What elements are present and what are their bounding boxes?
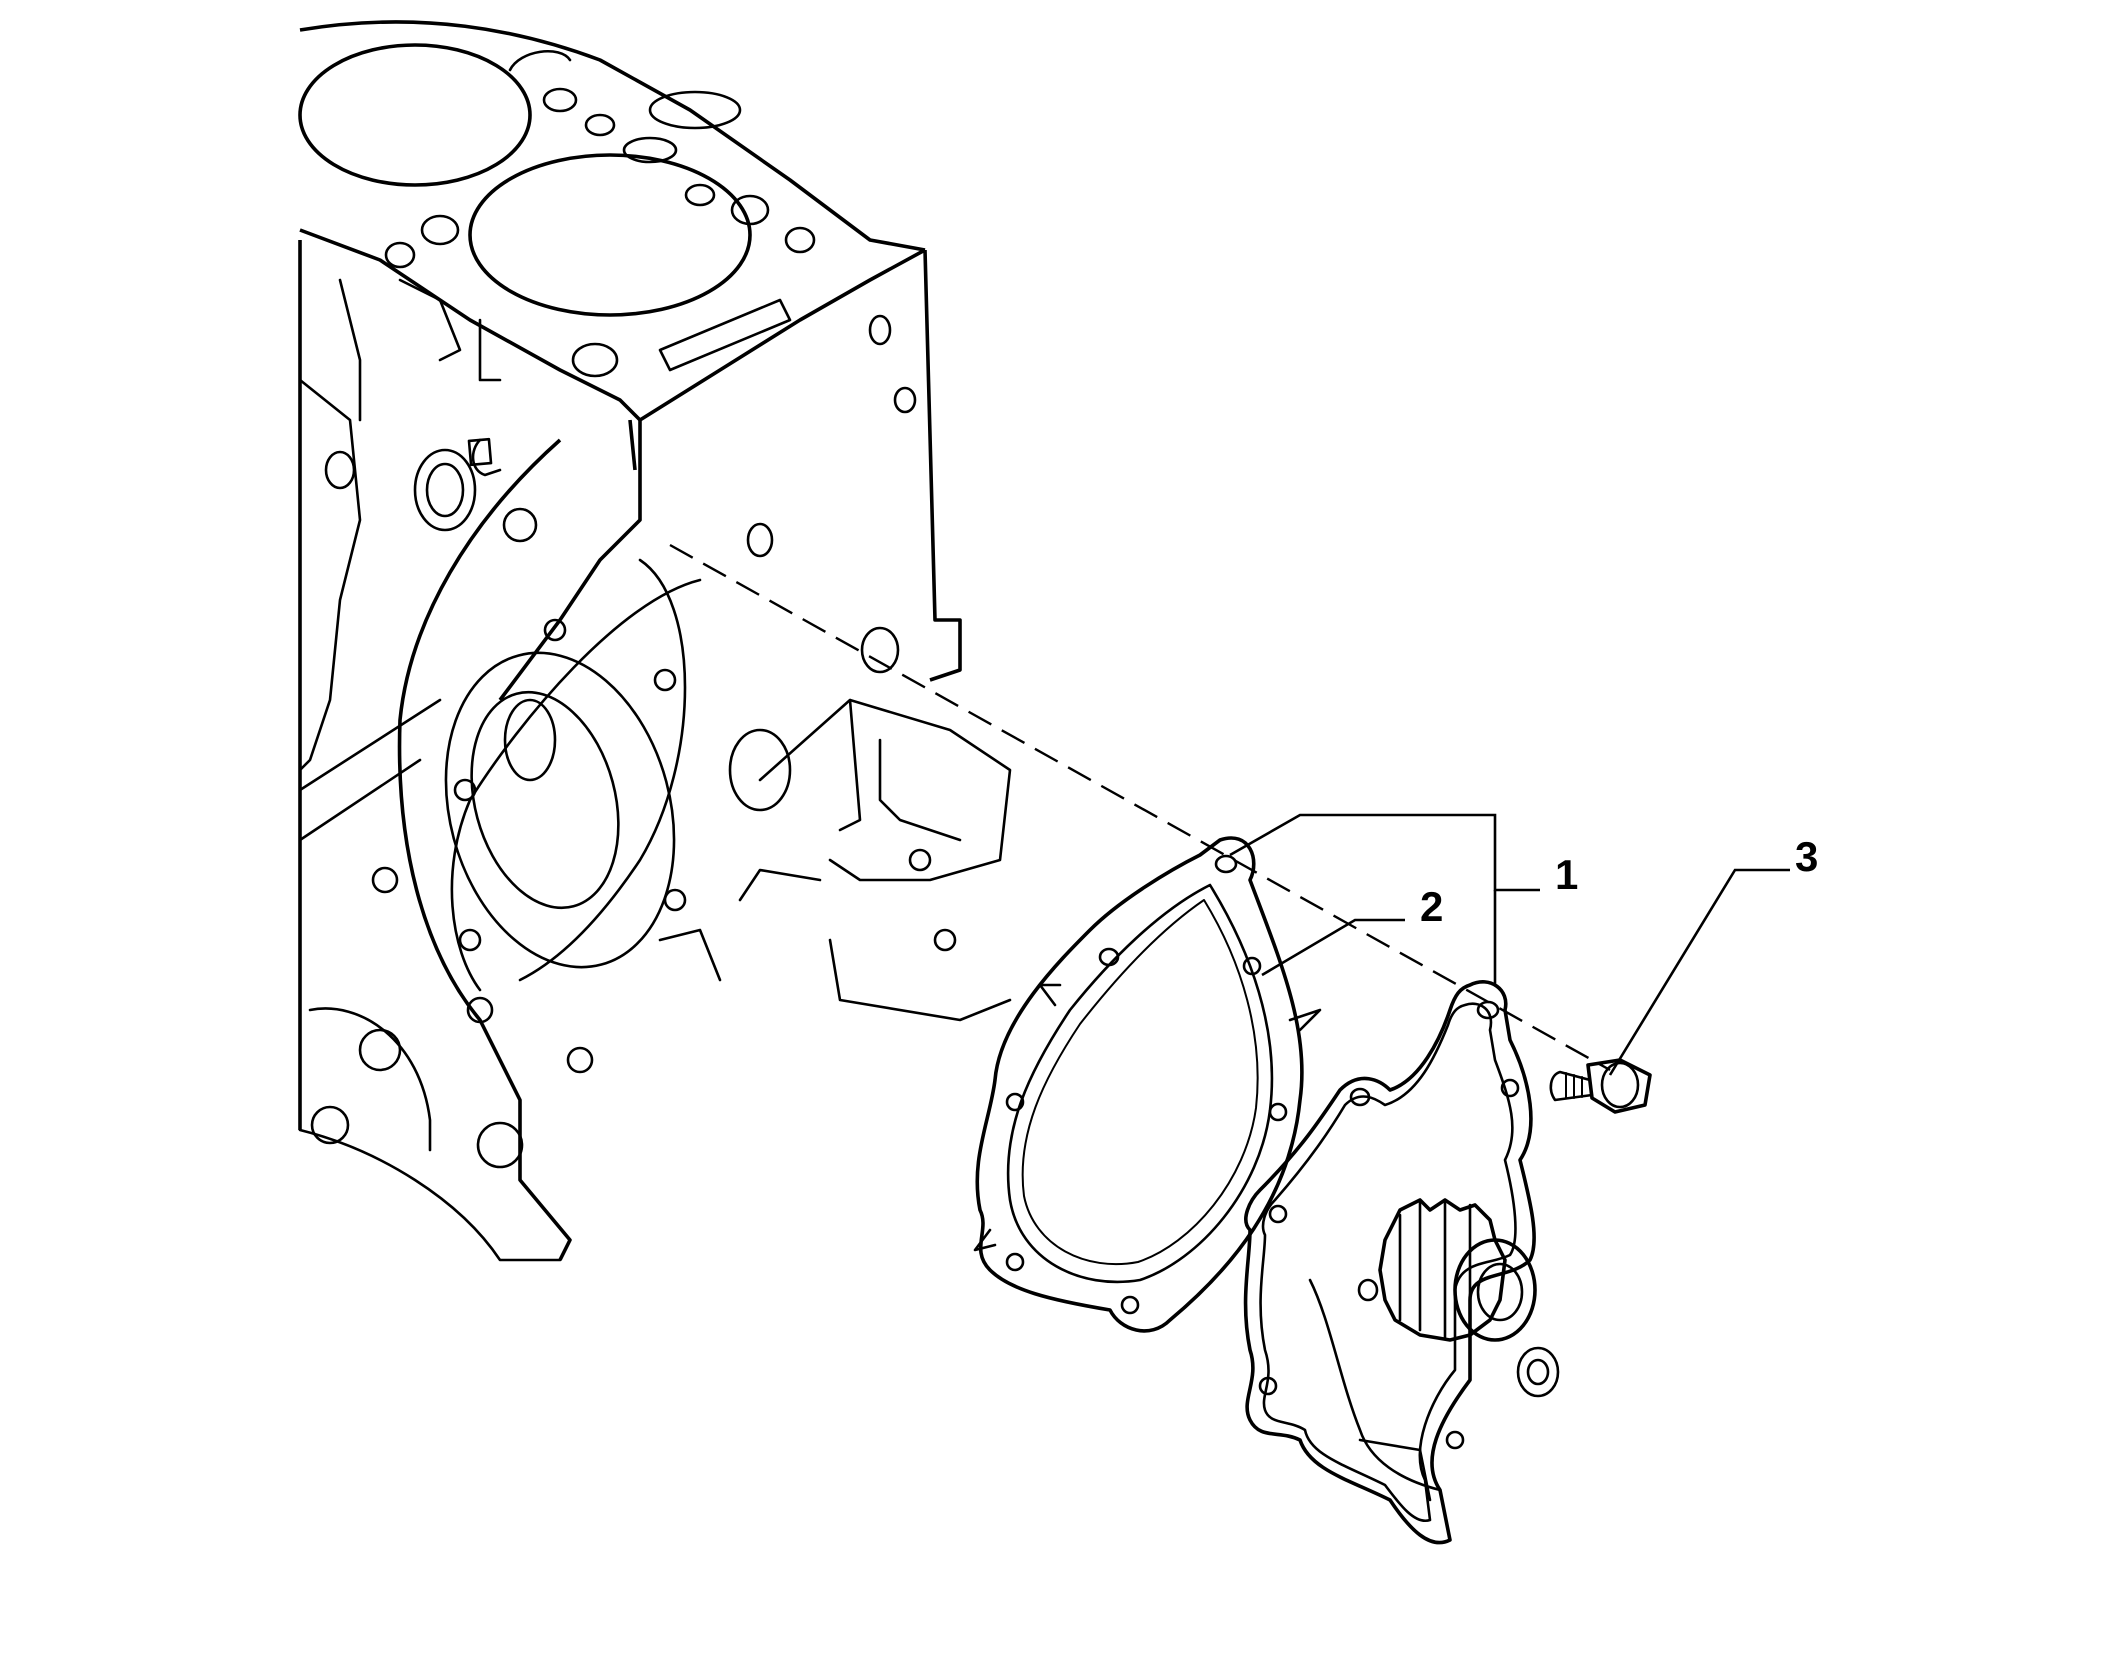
alignment-axis — [669, 543, 1611, 1072]
callout-part-1: 1 — [1555, 851, 1579, 898]
water-pump-icon — [1243, 980, 1560, 1545]
leader-line-part-3 — [1608, 868, 1790, 1076]
gasket-icon — [973, 836, 1322, 1333]
callout-part-2: 2 — [1420, 883, 1444, 930]
bolt-icon — [1549, 1058, 1652, 1114]
callout-part-3: 3 — [1795, 833, 1819, 880]
leader-line-part-2 — [1261, 918, 1405, 977]
leader-line-part-1 — [1229, 813, 1540, 892]
engine-block-icon — [298, 20, 1012, 1262]
